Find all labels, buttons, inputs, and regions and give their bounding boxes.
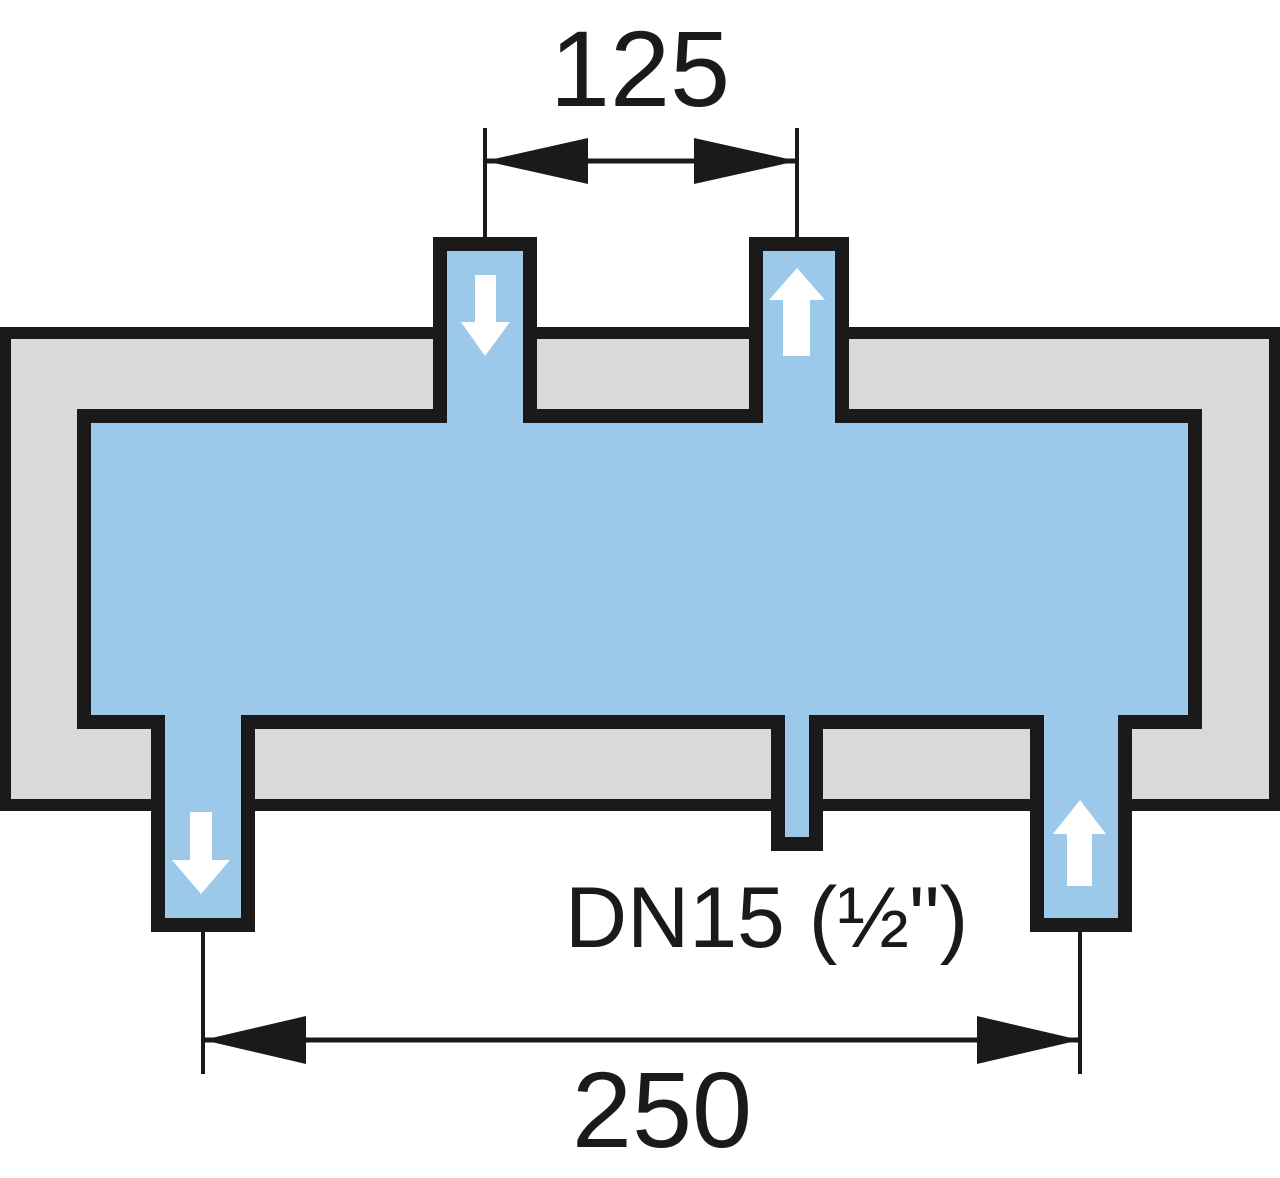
flow-arrow-bottom-right-up-icon	[1053, 800, 1106, 886]
flow-arrow-top-left-down-icon	[461, 275, 510, 356]
top-arrowhead-right	[694, 138, 797, 184]
top-dimension-value: 125	[550, 8, 730, 129]
water-chamber	[77, 237, 1202, 932]
bottom-arrowhead-left	[203, 1016, 306, 1064]
bottom-dimension-value: 250	[572, 1049, 752, 1170]
flow-arrow-bottom-left-down-icon	[172, 812, 230, 894]
bottom-dimension	[201, 930, 1082, 1074]
flow-arrow-top-right-up-icon	[769, 268, 825, 356]
bottom-arrowhead-right	[977, 1016, 1080, 1064]
top-arrowhead-left	[485, 138, 588, 184]
top-dimension	[483, 128, 799, 240]
connection-size-label: DN15 (½")	[565, 870, 968, 966]
